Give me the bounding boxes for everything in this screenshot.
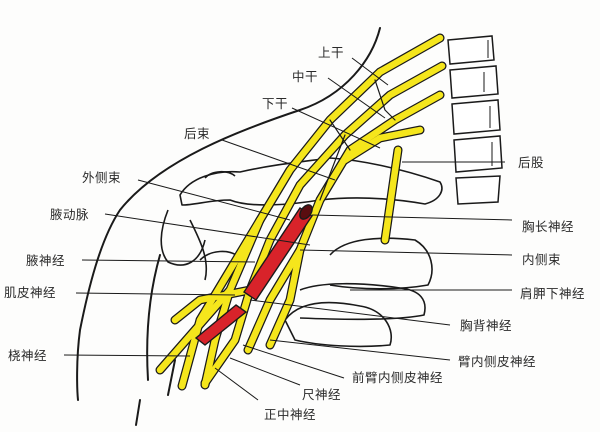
label-axillary-nerve: 腋神经 bbox=[26, 253, 66, 268]
label-musculocutaneous-nerve: 肌皮神经 bbox=[4, 285, 57, 300]
label-thoracodorsal-nerve: 胸背神经 bbox=[460, 318, 513, 333]
label-medial-brachial-cutaneous-nerve: 臂内侧皮神经 bbox=[458, 354, 537, 369]
label-medial-cord: 内侧束 bbox=[522, 252, 562, 267]
label-upper-trunk: 上干 bbox=[318, 45, 345, 60]
label-medial-antebrachial-cutaneous-nerve: 前臂内侧皮神经 bbox=[352, 370, 444, 385]
label-long-thoracic-nerve: 胸长神经 bbox=[522, 219, 575, 234]
label-axillary-artery: 腋动脉 bbox=[50, 207, 90, 222]
vertebra-hatching bbox=[483, 40, 493, 166]
leader-lines bbox=[63, 57, 513, 401]
label-ulnar-nerve: 尺神经 bbox=[302, 387, 342, 402]
nerves bbox=[155, 33, 447, 391]
label-middle-trunk: 中干 bbox=[292, 69, 319, 84]
label-lower-trunk: 下干 bbox=[262, 96, 289, 111]
label-posterior-cord: 后束 bbox=[184, 126, 211, 141]
label-subscapular-nerve: 肩胛下神经 bbox=[520, 286, 586, 301]
axillary-artery bbox=[194, 204, 313, 346]
label-posterior-division: 后股 bbox=[518, 155, 545, 170]
skeleton bbox=[160, 157, 443, 348]
label-lateral-cord: 外侧束 bbox=[82, 170, 122, 185]
body-outline bbox=[76, 27, 381, 426]
vertebral-column bbox=[447, 35, 503, 205]
label-median-nerve: 正中神经 bbox=[264, 407, 317, 422]
label-radial-nerve: 桡神经 bbox=[8, 348, 48, 363]
